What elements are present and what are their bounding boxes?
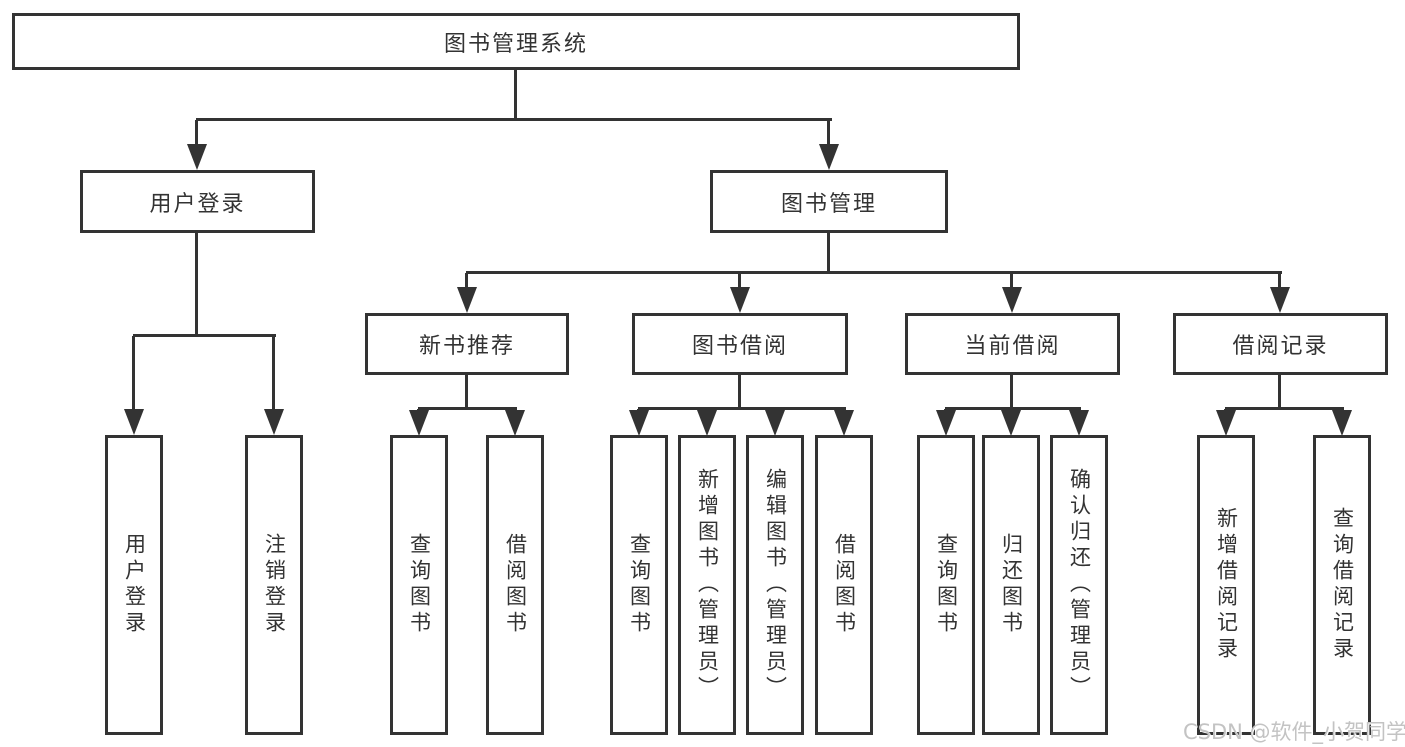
- connector-line-vertical: [827, 233, 830, 273]
- connector-line-vertical: [827, 120, 830, 148]
- connector-line-vertical: [465, 375, 468, 409]
- connector-line-vertical: [195, 120, 198, 148]
- node-label: 图书管理: [780, 191, 877, 217]
- node-book-management: 图书管理: [710, 170, 948, 233]
- connector-line-horizontal: [466, 271, 1282, 274]
- node-label: 用户登录: [149, 191, 246, 217]
- leaf-query-books-current: 查询图书: [917, 435, 975, 735]
- connector-line-horizontal: [1225, 407, 1344, 410]
- node-label: 新书推荐: [418, 334, 515, 359]
- leaf-label: 借阅图书: [503, 533, 528, 637]
- leaf-label: 借阅图书: [832, 533, 857, 637]
- connector-line-horizontal: [638, 407, 846, 410]
- connector-line-horizontal: [945, 407, 1081, 410]
- leaf-query-borrow-record: 查询借阅记录: [1313, 435, 1371, 735]
- arrowhead-down-icon: [629, 410, 649, 436]
- connector-line-vertical: [1278, 273, 1281, 290]
- arrowhead-down-icon: [730, 287, 750, 313]
- watermark: CSDN @软件_小贺同学: [1183, 720, 1405, 744]
- arrowhead-down-icon: [409, 410, 429, 436]
- leaf-label: 新增借阅记录: [1214, 507, 1239, 663]
- leaf-edit-books-admin: 编辑图书（管理员）: [746, 435, 804, 735]
- node-book-borrowing: 图书借阅: [632, 313, 848, 375]
- connector-line-horizontal: [418, 407, 517, 410]
- node-label: 图书管理系统: [443, 31, 588, 57]
- leaf-user-login: 用户登录: [105, 435, 163, 735]
- leaf-label: 查询图书: [627, 533, 652, 637]
- arrowhead-down-icon: [1270, 287, 1290, 313]
- leaf-borrow-books-recommend: 借阅图书: [486, 435, 544, 735]
- leaf-add-borrow-record: 新增借阅记录: [1197, 435, 1255, 735]
- connector-line-vertical: [465, 273, 468, 290]
- arrowhead-down-icon: [187, 144, 207, 170]
- node-label: 借阅记录: [1232, 334, 1329, 359]
- leaf-label: 注销登录: [262, 533, 287, 637]
- connector-line-horizontal: [196, 118, 832, 121]
- node-borrowing-records: 借阅记录: [1173, 313, 1388, 375]
- leaf-label: 查询借阅记录: [1330, 507, 1355, 663]
- leaf-label: 查询图书: [407, 533, 432, 637]
- arrowhead-down-icon: [834, 410, 854, 436]
- connector-line-vertical: [195, 233, 198, 336]
- leaf-label: 查询图书: [934, 533, 959, 637]
- leaf-label: 编辑图书（管理员）: [763, 468, 788, 702]
- connector-line-vertical: [1278, 375, 1281, 409]
- connector-line-vertical: [738, 273, 741, 290]
- arrowhead-down-icon: [1332, 410, 1352, 436]
- leaf-add-books-admin: 新增图书（管理员）: [678, 435, 736, 735]
- node-current-borrowing: 当前借阅: [905, 313, 1120, 375]
- arrowhead-down-icon: [697, 410, 717, 436]
- arrowhead-down-icon: [1216, 410, 1236, 436]
- connector-line-horizontal: [133, 334, 276, 337]
- node-new-book-recommendation: 新书推荐: [365, 313, 569, 375]
- arrowhead-down-icon: [819, 144, 839, 170]
- leaf-query-books-borrowing: 查询图书: [610, 435, 668, 735]
- node-user-login: 用户登录: [80, 170, 315, 233]
- leaf-return-books: 归还图书: [982, 435, 1040, 735]
- connector-line-vertical: [272, 336, 275, 412]
- arrowhead-down-icon: [124, 409, 144, 435]
- leaf-label: 确认归还（管理员）: [1067, 468, 1092, 702]
- arrowhead-down-icon: [765, 410, 785, 436]
- arrowhead-down-icon: [457, 287, 477, 313]
- node-label: 当前借阅: [964, 334, 1061, 359]
- node-label: 图书借阅: [691, 334, 788, 359]
- arrowhead-down-icon: [1069, 410, 1089, 436]
- connector-line-vertical: [1010, 273, 1013, 290]
- leaf-query-books-recommend: 查询图书: [390, 435, 448, 735]
- connector-line-vertical: [132, 336, 135, 412]
- node-library-management-system: 图书管理系统: [12, 13, 1020, 70]
- leaf-logout: 注销登录: [245, 435, 303, 735]
- connector-line-vertical: [738, 375, 741, 409]
- leaf-label: 归还图书: [999, 533, 1024, 637]
- connector-line-vertical: [514, 70, 517, 120]
- arrowhead-down-icon: [936, 410, 956, 436]
- connector-line-vertical: [1010, 375, 1013, 409]
- arrowhead-down-icon: [1002, 287, 1022, 313]
- leaf-borrow-books-borrowing: 借阅图书: [815, 435, 873, 735]
- leaf-label: 新增图书（管理员）: [695, 468, 720, 702]
- leaf-label: 用户登录: [122, 533, 147, 637]
- leaf-confirm-return-admin: 确认归还（管理员）: [1050, 435, 1108, 735]
- arrowhead-down-icon: [1001, 410, 1021, 436]
- arrowhead-down-icon: [505, 410, 525, 436]
- arrowhead-down-icon: [264, 409, 284, 435]
